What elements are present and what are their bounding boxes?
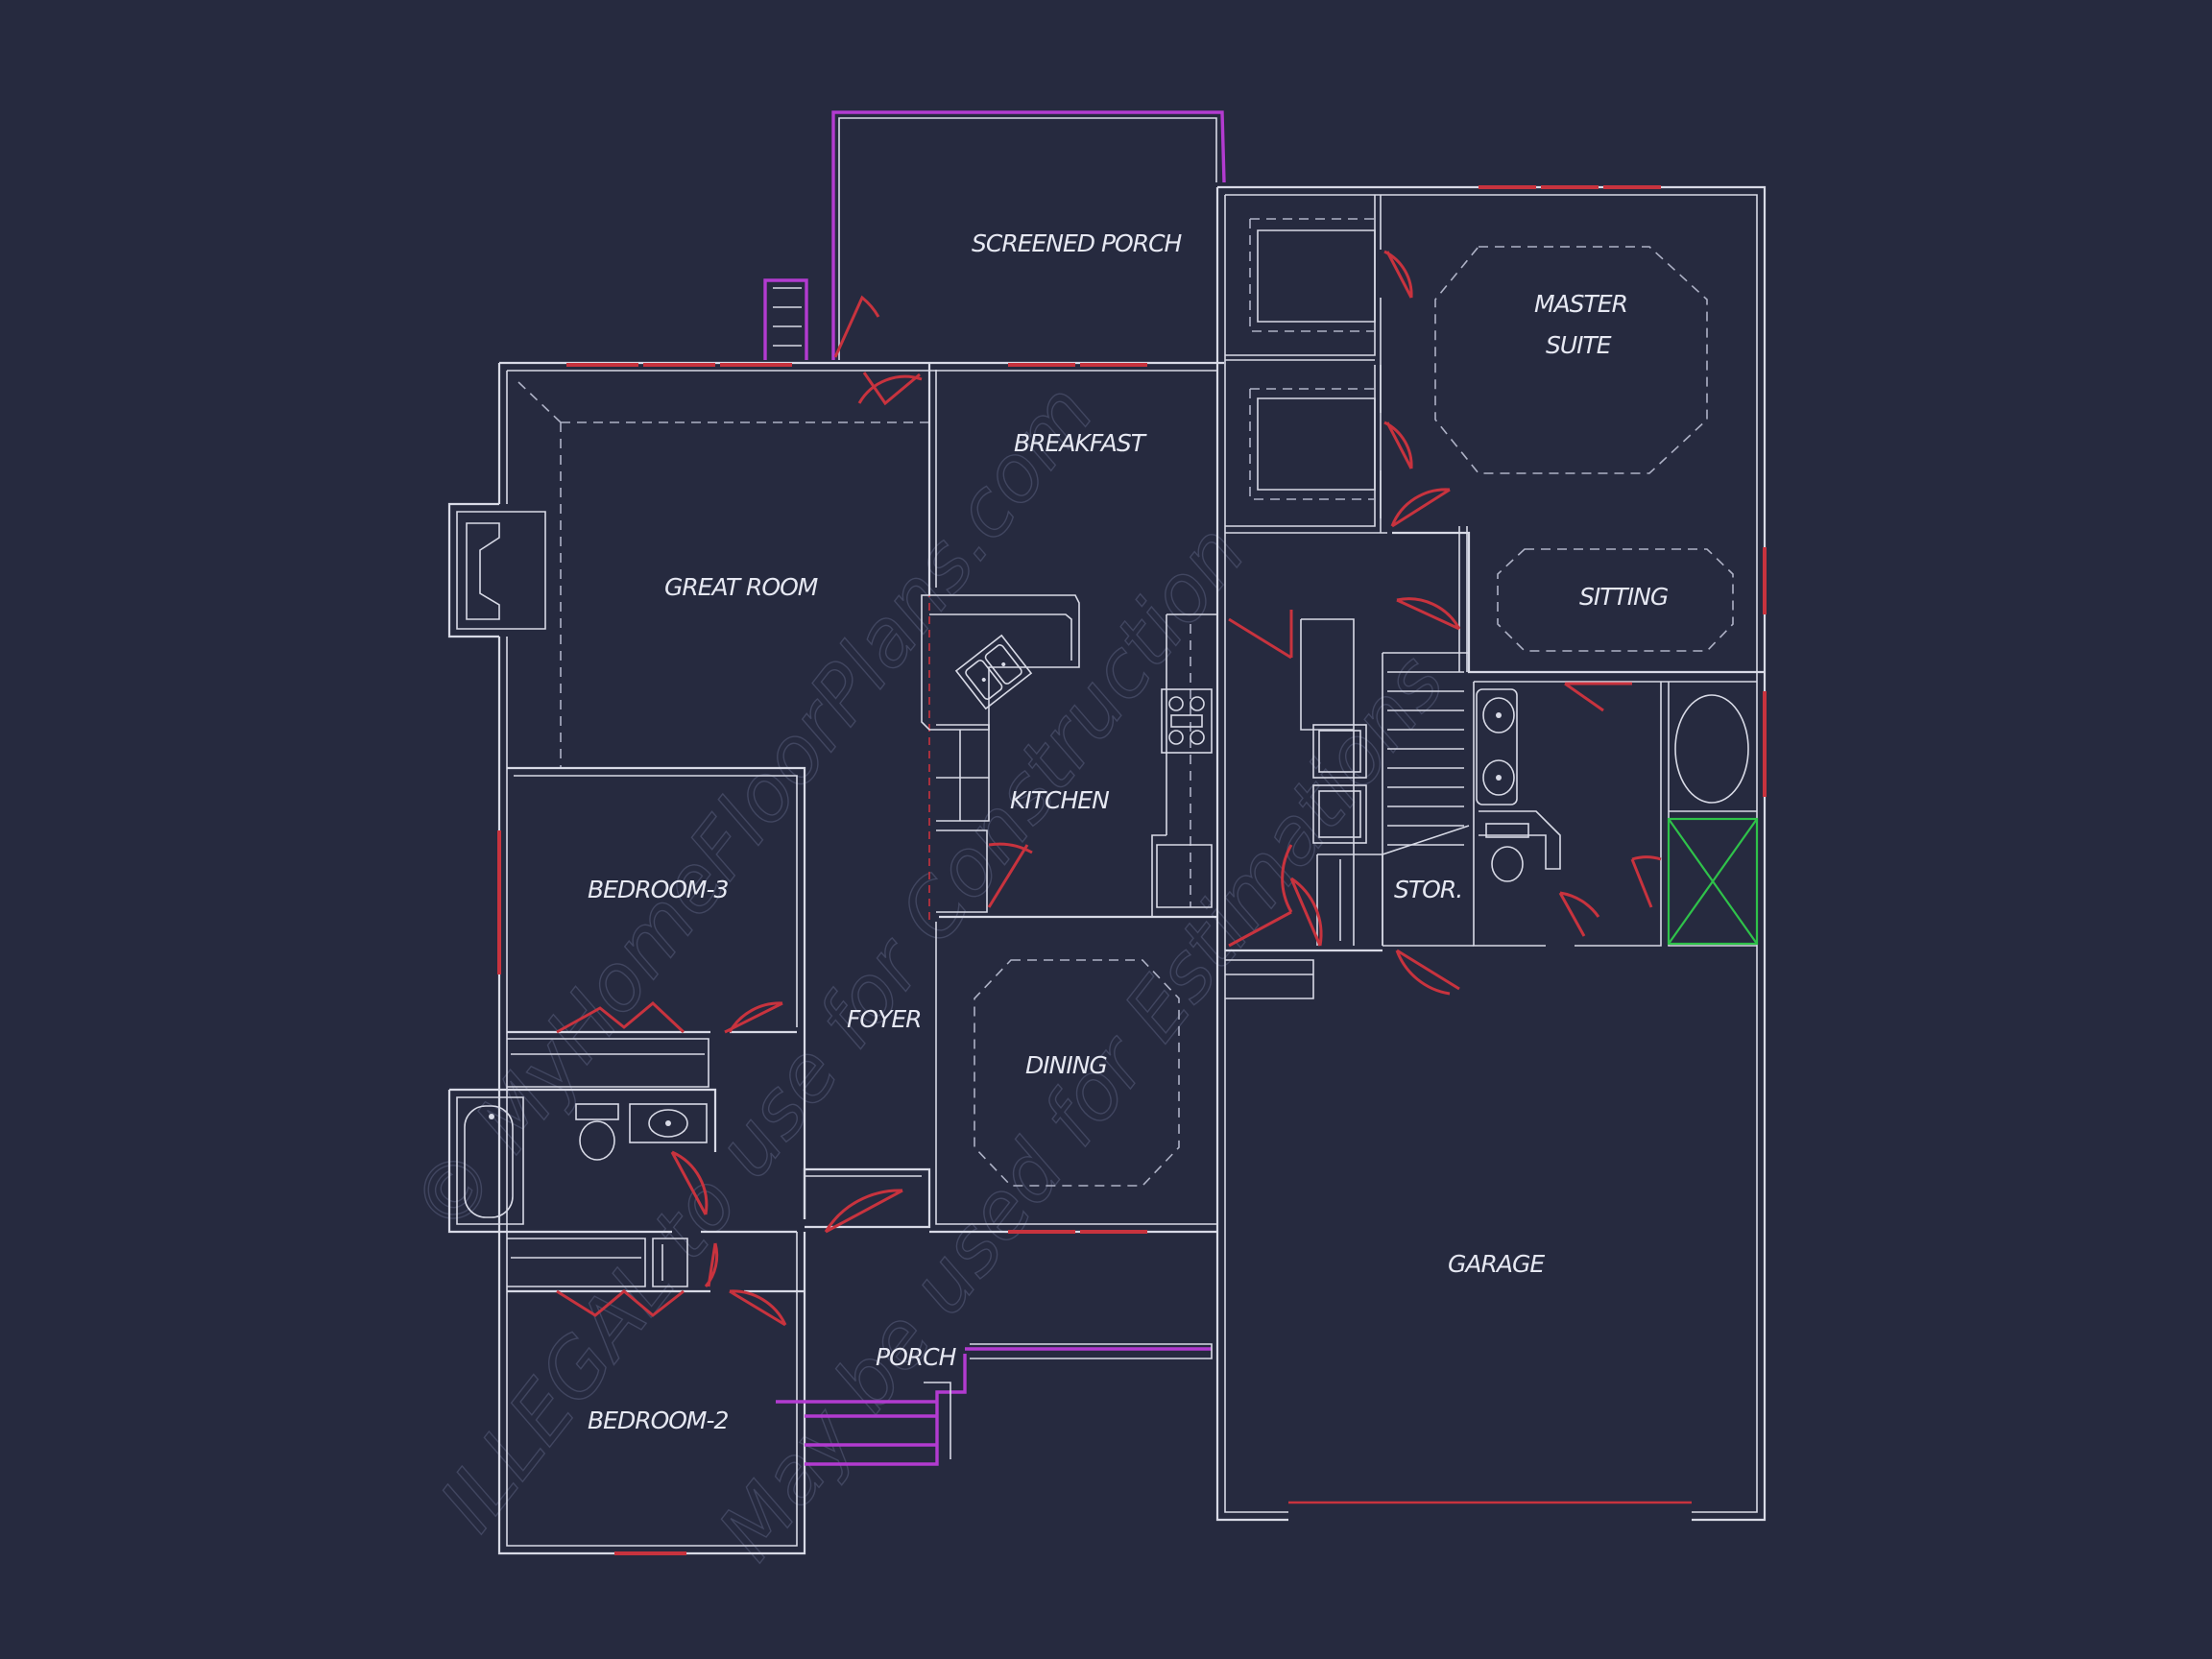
label-garage: GARAGE (1448, 1250, 1545, 1278)
label-master-suite-line-2: SUITE (1546, 331, 1612, 359)
label-great-room: GREAT ROOM (664, 573, 818, 601)
label-dining: DINING (1025, 1051, 1107, 1079)
label-bedroom-2: BEDROOM-2 (588, 1407, 729, 1434)
label-breakfast: BREAKFAST (1014, 429, 1147, 457)
room-labels: SCREENED PORCH MASTER SUITE BREAKFAST GR… (588, 229, 1670, 1434)
label-foyer: FOYER (847, 1005, 922, 1033)
windows (497, 185, 1767, 1555)
doors (556, 250, 1662, 1327)
label-porch: PORCH (876, 1343, 957, 1371)
label-stor: STOR. (1394, 876, 1462, 903)
label-kitchen: KITCHEN (1010, 786, 1110, 814)
label-master-suite-line-1: MASTER (1534, 290, 1627, 318)
label-bedroom-3: BEDROOM-3 (588, 876, 729, 903)
label-screened-porch: SCREENED PORCH (972, 229, 1183, 257)
label-sitting: SITTING (1579, 583, 1669, 611)
screened-porch-outline (763, 110, 1226, 360)
